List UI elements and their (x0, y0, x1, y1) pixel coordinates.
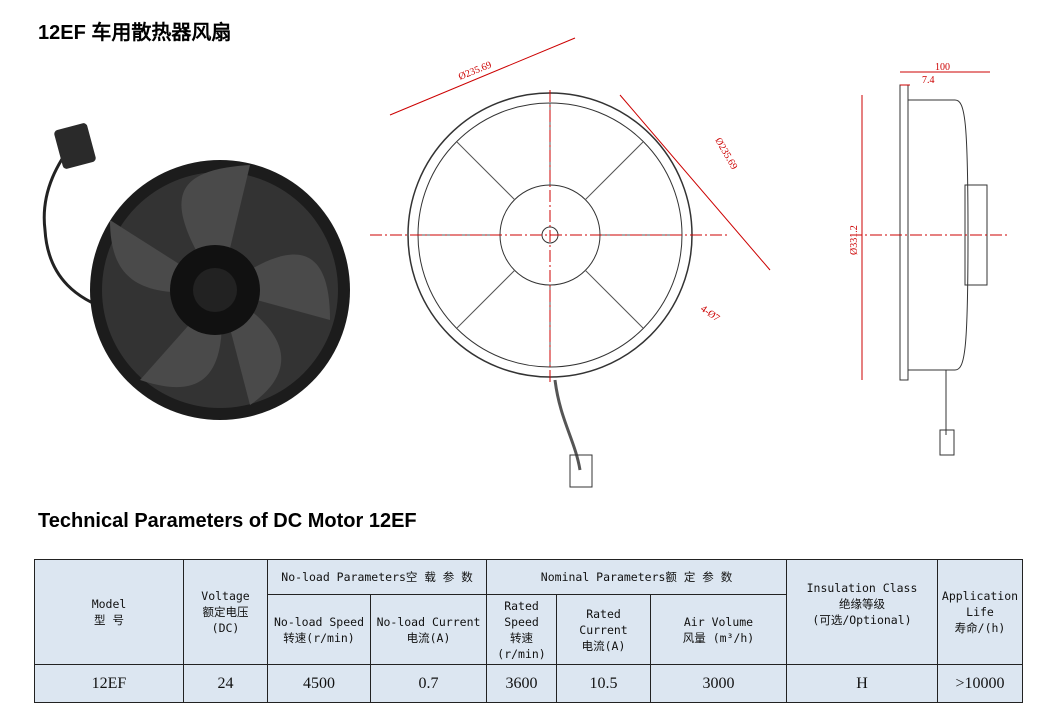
page-title: 12EF 车用散热器风扇 (38, 22, 232, 44)
header-noload-group: No-load Parameters空 载 参 数 (267, 559, 487, 595)
dim-holes: 4-Ø7 (698, 303, 721, 324)
cell-noload-current: 0.7 (370, 664, 487, 703)
dim-depth: 100 (935, 62, 950, 73)
header-nominal-group: Nominal Parameters额 定 参 数 (486, 559, 787, 595)
dim-offset: 7.4 (922, 75, 935, 86)
section-title: Technical Parameters of DC Motor 12EF (38, 510, 417, 532)
product-drawings: Ø235.69 Ø235.69 4-Ø7 Ø331.2 100 7.4 (42, 37, 1010, 488)
cell-insulation: H (786, 664, 938, 703)
fan-photo (42, 123, 350, 420)
cell-rated-current: 10.5 (556, 664, 651, 703)
dim-outer-diameter: Ø331.2 (849, 225, 860, 255)
cell-life: >10000 (937, 664, 1023, 703)
table-row: 12EF 24 4500 0.7 3600 10.5 3000 H >10000 (34, 664, 1023, 703)
cell-air-volume: 3000 (650, 664, 787, 703)
cell-noload-speed: 4500 (267, 664, 371, 703)
front-view-drawing (370, 37, 771, 488)
cell-model: 12EF (34, 664, 184, 703)
cell-rated-speed: 3600 (486, 664, 557, 703)
cell-voltage: 24 (183, 664, 268, 703)
dim-diameter-b: Ø235.69 (712, 136, 739, 172)
side-view-drawing (850, 71, 1010, 456)
